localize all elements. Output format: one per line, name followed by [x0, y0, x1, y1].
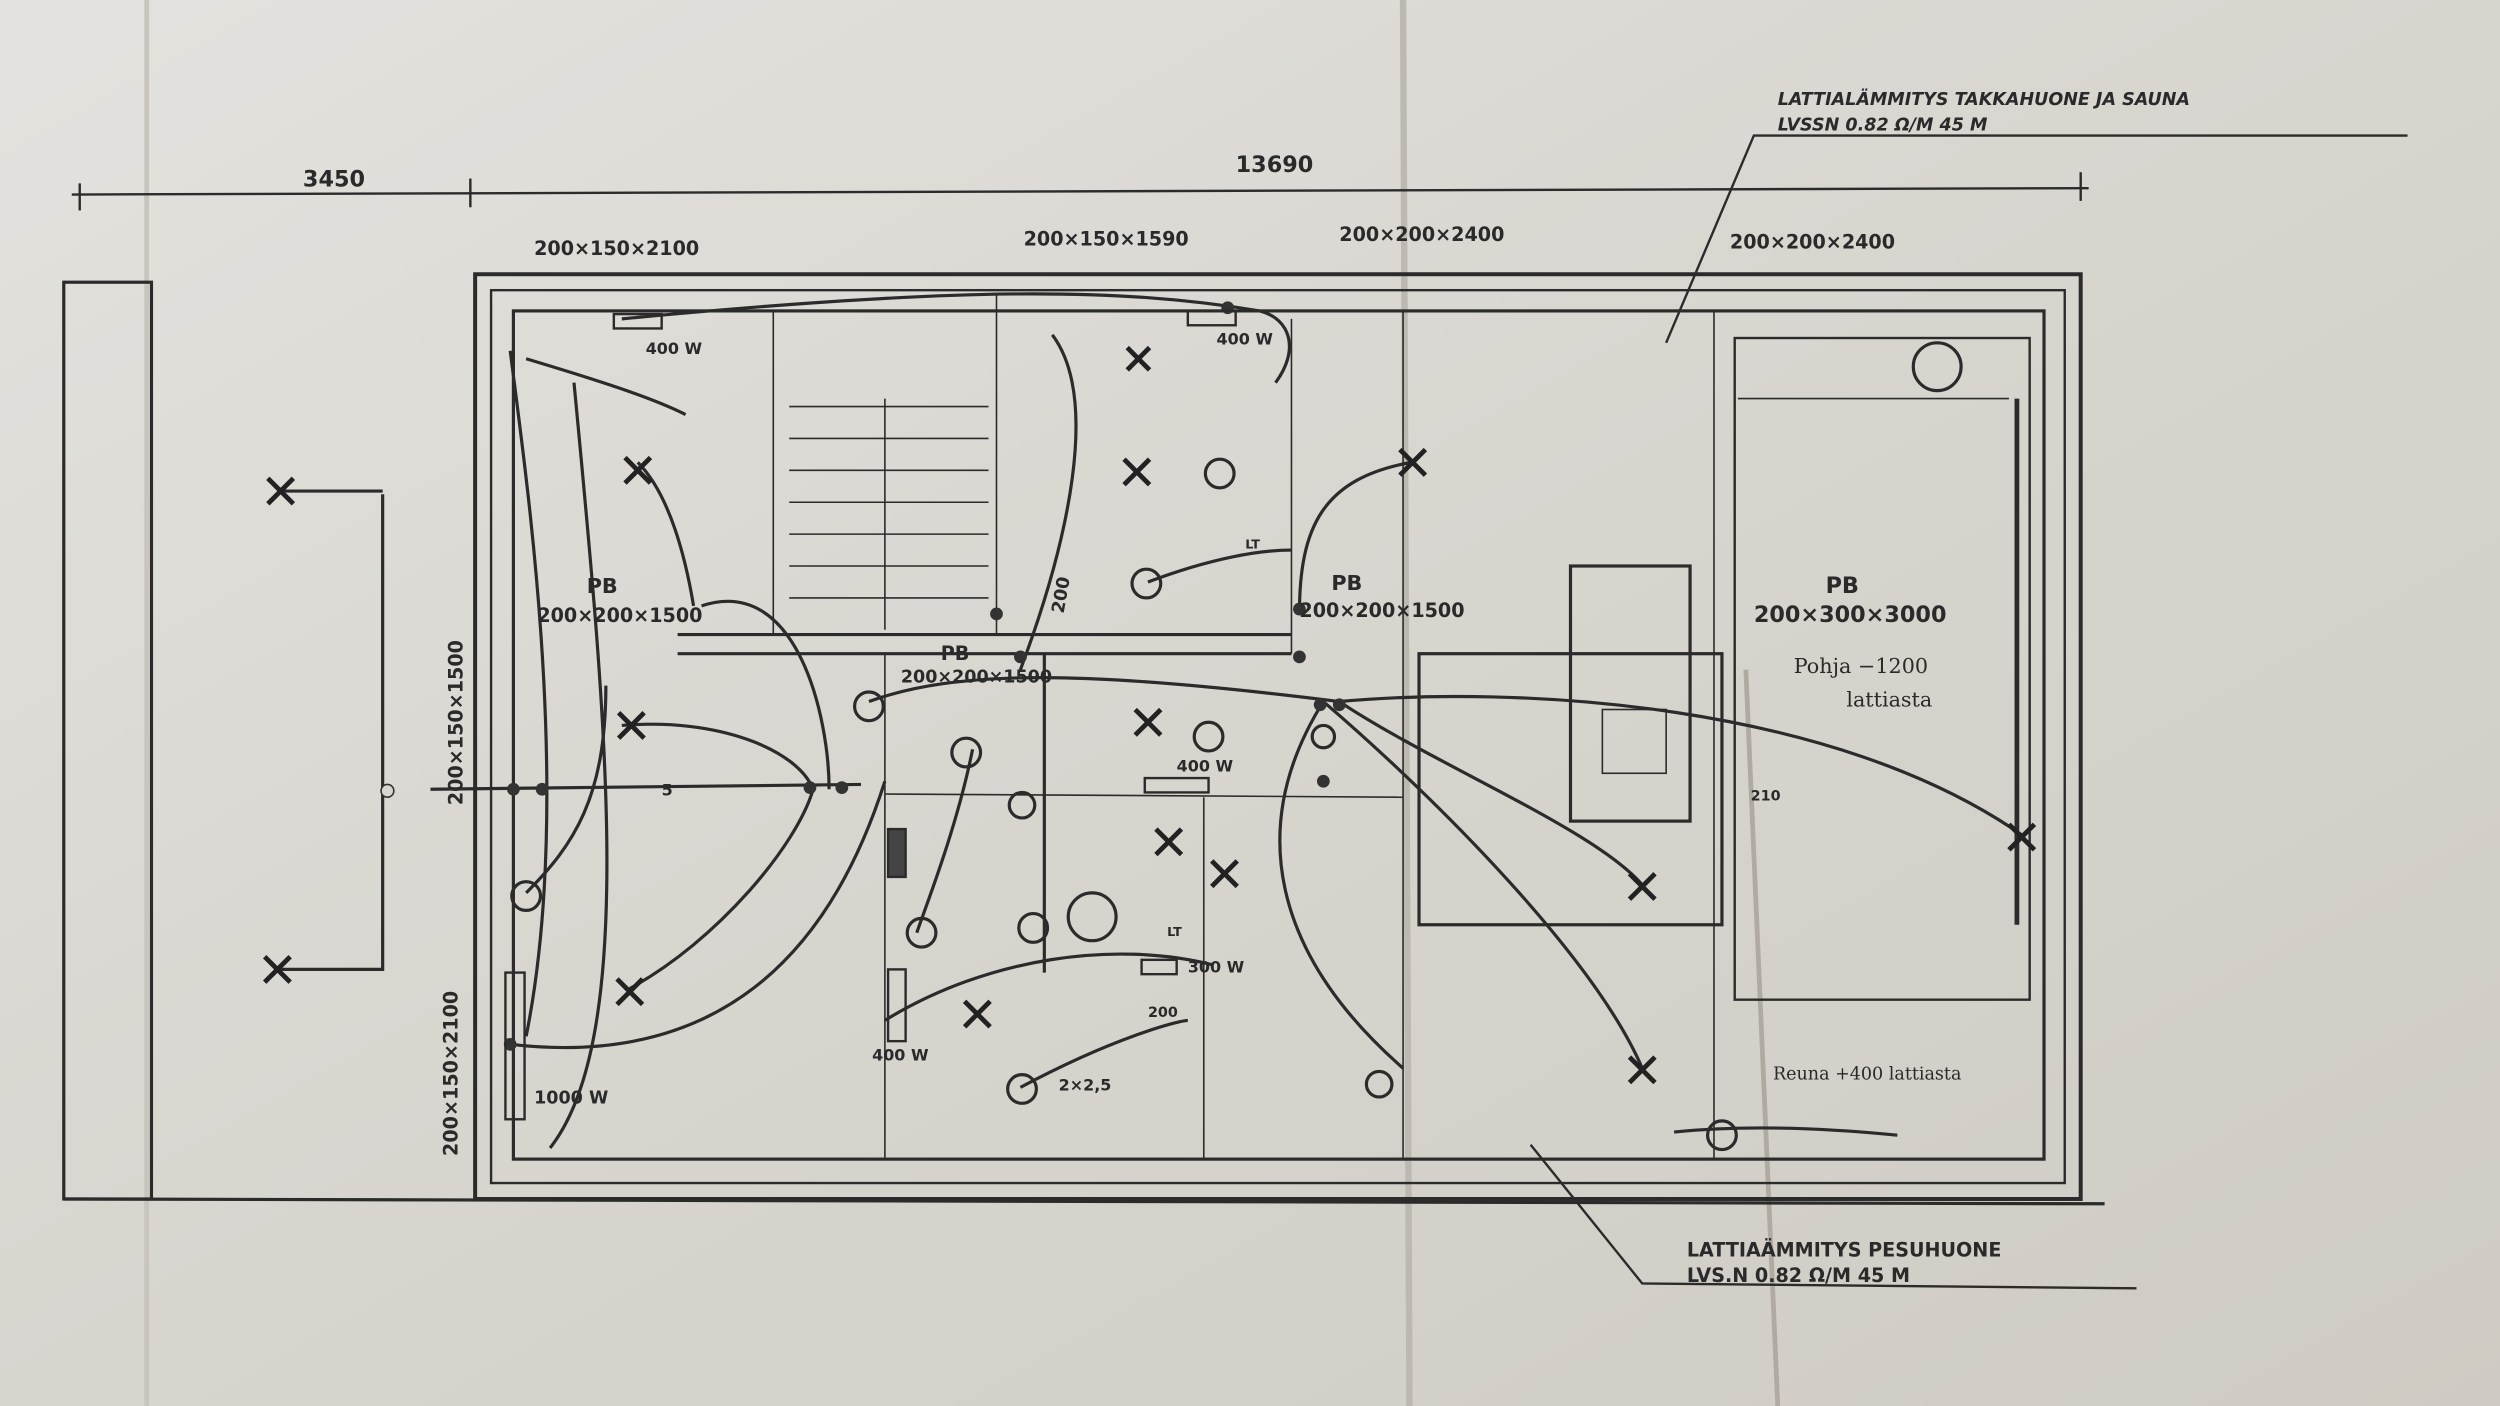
heater-power: 400 W	[1217, 329, 1274, 348]
cable-spec: 2×2,5	[1059, 1076, 1112, 1095]
floor-heating-bottom-spec: LVS.N 0.82 Ω/M 45 M	[1687, 1264, 1910, 1287]
floor-heating-top-spec: LVSSN 0.82 Ω/M 45 M	[1778, 116, 1988, 136]
window-size: 200×200×2400	[1730, 231, 1895, 254]
floor-heating-top-title: LATTIALÄMMITYS TAKKAHUONE JA SAUNA	[1778, 88, 2190, 110]
heater-power: 400 W	[872, 1045, 929, 1064]
window-size: 200×150×2100	[534, 237, 699, 260]
window-size: 200×150×2100	[440, 991, 463, 1156]
door-type: PB	[587, 574, 618, 598]
door-size: 200×200×1500	[901, 667, 1052, 687]
thermostat-label: LT	[1245, 537, 1260, 552]
paper-fold	[1399, 0, 1413, 1406]
door-type: PB	[941, 642, 970, 665]
staircase	[789, 398, 989, 630]
heater-power: 300 W	[1188, 958, 1245, 977]
paper-fold	[1743, 669, 1781, 1406]
door-size: 200×200×1500	[537, 604, 702, 627]
dimension-total: 13690	[1236, 152, 1314, 178]
window-size: 200×200×2400	[1339, 223, 1504, 246]
wall-light-circles	[510, 341, 1963, 1152]
door-type: PB	[1331, 571, 1362, 595]
floor-heating-bottom-title: LATTIAÄMMITYS PESUHUONE	[1687, 1237, 2002, 1261]
sauna-note: lattiasta	[1846, 687, 1932, 711]
dimension-left: 3450	[303, 167, 365, 193]
heater-power: 400 W	[646, 339, 703, 358]
heater-power: 1000 W	[534, 1088, 608, 1108]
ceiling-light-crosses	[262, 345, 2037, 1085]
dimension-200: 200	[1148, 1005, 1178, 1021]
window-size: 200×150×1590	[1024, 228, 1189, 251]
wire-count: 5	[662, 781, 673, 800]
heater-symbols	[504, 309, 1237, 1121]
junction-dots	[380, 301, 1346, 1051]
sauna-note: Pohja −1200	[1794, 654, 1928, 678]
heater-power: 400 W	[1177, 757, 1234, 776]
dimension-210: 210	[1751, 788, 1781, 804]
sauna-door-size: 200×300×3000	[1754, 602, 1947, 628]
sauna-door-type: PB	[1826, 573, 1859, 599]
wiring	[279, 292, 2026, 1149]
thermostat-label: LT	[1167, 925, 1182, 940]
door-size: 200×200×1500	[1299, 599, 1464, 622]
window-size: 200×150×1500	[444, 640, 467, 805]
edge-note: Reuna +400 lattiasta	[1773, 1064, 1961, 1084]
